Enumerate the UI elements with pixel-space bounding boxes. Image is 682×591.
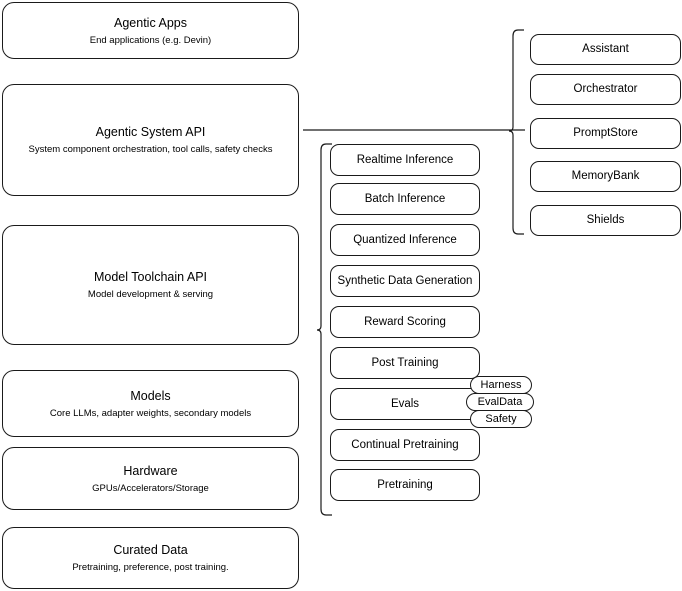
component-post-training[interactable]: Post Training xyxy=(330,347,480,379)
badge-label: Harness xyxy=(480,378,522,391)
layer-title: Curated Data xyxy=(113,543,188,557)
layer-subtitle: Pretraining, preference, post training. xyxy=(72,562,229,573)
layer-subtitle: End applications (e.g. Devin) xyxy=(89,34,212,46)
evals-badge-harness[interactable]: Harness xyxy=(470,376,532,394)
component-label: MemoryBank xyxy=(571,170,640,182)
layer-model-toolchain-api[interactable]: Model Toolchain API Model development & … xyxy=(2,225,299,345)
component-shields[interactable]: Shields xyxy=(530,205,681,236)
layer-curated-data[interactable]: Curated Data Pretraining, preference, po… xyxy=(2,527,299,589)
brace-agentic-components xyxy=(508,29,524,235)
layer-title: Model Toolchain API xyxy=(93,270,208,284)
component-label: Quantized Inference xyxy=(353,233,457,246)
component-promptstore[interactable]: PromptStore xyxy=(530,118,681,149)
component-reward-scoring[interactable]: Reward Scoring xyxy=(330,306,480,338)
component-label: Batch Inference xyxy=(364,192,446,205)
component-orchestrator[interactable]: Orchestrator xyxy=(530,74,681,105)
component-memorybank[interactable]: MemoryBank xyxy=(530,161,681,192)
component-synthetic-data-generation[interactable]: Synthetic Data Generation xyxy=(330,265,480,297)
component-realtime-inference[interactable]: Realtime Inference xyxy=(330,144,480,176)
component-label: Assistant xyxy=(582,43,629,55)
evals-badge-safety[interactable]: Safety xyxy=(470,410,532,428)
component-label: Shields xyxy=(586,214,625,226)
layer-models[interactable]: Models Core LLMs, adapter weights, secon… xyxy=(2,370,299,437)
layer-title: Models xyxy=(130,388,171,403)
component-label: PromptStore xyxy=(573,127,638,139)
layer-title: Hardware xyxy=(123,463,178,478)
component-label: Realtime Inference xyxy=(356,153,454,166)
layer-subtitle: System component orchestration, tool cal… xyxy=(28,144,273,155)
component-label: Pretraining xyxy=(377,478,433,491)
component-label: Reward Scoring xyxy=(364,315,446,328)
component-label: Orchestrator xyxy=(573,83,638,95)
component-assistant[interactable]: Assistant xyxy=(530,34,681,65)
badge-label: EvalData xyxy=(477,395,523,408)
badge-label: Safety xyxy=(485,412,517,425)
evals-badge-evaldata[interactable]: EvalData xyxy=(466,393,534,411)
component-batch-inference[interactable]: Batch Inference xyxy=(330,183,480,215)
component-evals[interactable]: Evals xyxy=(330,388,480,420)
component-quantized-inference[interactable]: Quantized Inference xyxy=(330,224,480,256)
component-label: Post Training xyxy=(371,356,439,369)
component-label: Continual Pretraining xyxy=(351,438,459,451)
layer-agentic-system-api[interactable]: Agentic System API System component orch… xyxy=(2,84,299,196)
layer-title: Agentic Apps xyxy=(114,15,187,30)
layer-subtitle: Core LLMs, adapter weights, secondary mo… xyxy=(49,407,252,419)
layer-hardware[interactable]: Hardware GPUs/Accelerators/Storage xyxy=(2,447,299,510)
layer-agentic-apps[interactable]: Agentic Apps End applications (e.g. Devi… xyxy=(2,2,299,59)
layer-title: Agentic System API xyxy=(95,125,206,139)
layer-subtitle: GPUs/Accelerators/Storage xyxy=(92,482,209,494)
component-continual-pretraining[interactable]: Continual Pretraining xyxy=(330,429,480,461)
component-pretraining[interactable]: Pretraining xyxy=(330,469,480,501)
layer-subtitle: Model development & serving xyxy=(87,289,214,300)
component-label: Synthetic Data Generation xyxy=(337,274,473,287)
component-label: Evals xyxy=(390,397,420,410)
